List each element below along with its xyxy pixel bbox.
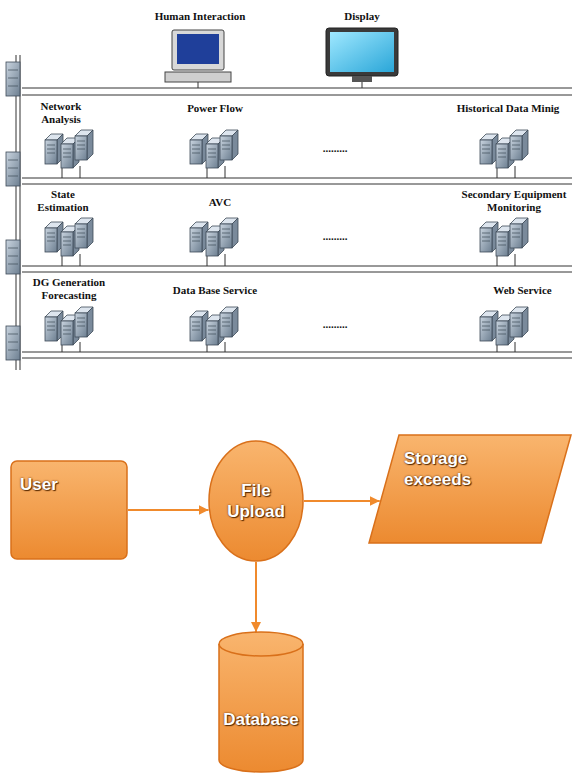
node-text: User bbox=[20, 474, 58, 495]
flow-arrow bbox=[128, 509, 209, 511]
process-ellipse: File Upload bbox=[208, 440, 304, 562]
flow-arrow bbox=[304, 500, 380, 502]
station-label: Display bbox=[322, 10, 402, 23]
node-text: Database bbox=[223, 709, 299, 730]
node-text: Storage exceeds bbox=[404, 448, 536, 490]
actor-box: User bbox=[10, 460, 128, 560]
server-label: Network Analysis bbox=[30, 100, 92, 126]
station-label: Human Interaction bbox=[130, 10, 270, 23]
ellipsis-dots: ......... bbox=[285, 318, 385, 331]
server-label: State Estimation bbox=[30, 188, 96, 214]
database-cylinder: Database bbox=[218, 632, 304, 772]
ellipsis-dots: ......... bbox=[285, 142, 385, 155]
flow-arrow bbox=[255, 562, 257, 632]
server-label: AVC bbox=[180, 196, 260, 209]
server-label: DG Generation Forecasting bbox=[24, 276, 114, 302]
server-label: Secondary Equipment Monitoring bbox=[456, 188, 572, 214]
server-label: Web Service bbox=[475, 284, 570, 297]
shape-outline bbox=[218, 632, 304, 772]
shape-outline bbox=[208, 440, 304, 562]
ellipsis-dots: ......... bbox=[285, 230, 385, 243]
output-parallelogram: Storage exceeds bbox=[368, 434, 572, 544]
server-label: Data Base Service bbox=[150, 284, 280, 297]
server-label: Power Flow bbox=[165, 102, 265, 115]
server-label: Historical Data Minig bbox=[445, 102, 571, 115]
node-text: File Upload bbox=[216, 480, 296, 522]
